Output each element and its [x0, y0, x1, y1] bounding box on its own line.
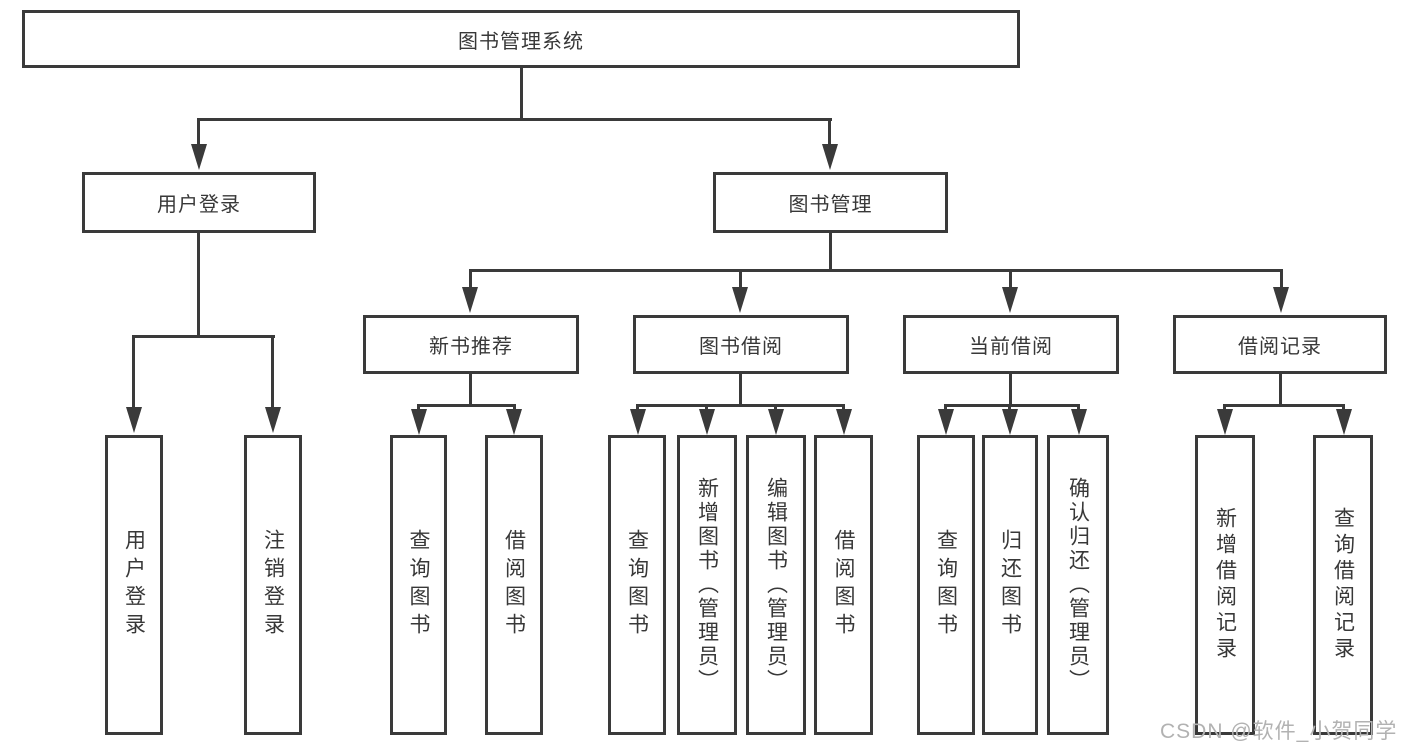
connector-bb-vertical [739, 373, 742, 406]
node-current-borrow-label: 当前借阅 [969, 336, 1053, 358]
arrowhead-down-icon [265, 407, 281, 433]
arrowhead-down-icon [411, 409, 427, 435]
arrowhead-down-icon [462, 287, 478, 313]
node-leaf-cb-return-books-label: 归还图书 [998, 529, 1022, 641]
node-book-borrow: 图书借阅 [633, 315, 849, 374]
connector-stub-level3 [469, 269, 472, 293]
node-borrow-records-label: 借阅记录 [1238, 336, 1322, 358]
node-book-borrow-label: 图书借阅 [699, 336, 783, 358]
csdn-watermark: CSDN @软件_小贺同学 [1160, 720, 1398, 743]
connector-root-horizontal [198, 118, 832, 121]
connector-nbr-vertical [469, 373, 472, 406]
connector-stub-leaf [1223, 404, 1226, 413]
node-leaf-bb-borrow-books-label: 借阅图书 [832, 529, 855, 641]
arrowhead-down-icon [768, 409, 784, 435]
node-leaf-bb-edit-books-label: 编辑图书（管理员） [764, 477, 788, 693]
connector-stub-leaf [944, 404, 947, 413]
node-leaf-bb-edit-books: 编辑图书（管理员） [746, 435, 806, 735]
connector-stub-leaf [417, 404, 420, 413]
node-book-mgmt-branch: 图书管理 [713, 172, 948, 233]
node-root-label: 图书管理系统 [458, 30, 584, 53]
node-book-mgmt-branch-label: 图书管理 [788, 194, 873, 216]
node-leaf-nbr-query-books: 查询图书 [390, 435, 447, 735]
node-current-borrow: 当前借阅 [903, 315, 1119, 374]
connector-stub-leaf [1077, 404, 1080, 413]
arrowhead-down-icon [938, 409, 954, 435]
connector-br-vertical [1279, 373, 1282, 406]
connector-stub-level3 [1009, 269, 1012, 293]
connector-stub-leaf [513, 404, 516, 413]
arrowhead-down-icon [1002, 409, 1018, 435]
node-leaf-br-query-record-label: 查询借阅记录 [1331, 507, 1355, 663]
connector-bb-horizontal [637, 404, 845, 407]
connector-stub-leaf [636, 404, 639, 413]
connector-userlogin-horizontal [133, 335, 275, 338]
arrowhead-down-icon [836, 409, 852, 435]
node-new-book-rec-label: 新书推荐 [429, 336, 513, 358]
node-leaf-br-query-record: 查询借阅记录 [1313, 435, 1373, 735]
connector-br-horizontal [1224, 404, 1345, 407]
node-borrow-records: 借阅记录 [1173, 315, 1387, 374]
connector-cb-horizontal [945, 404, 1080, 407]
arrowhead-down-icon [630, 409, 646, 435]
arrowhead-down-icon [732, 287, 748, 313]
connector-userlogin-vertical [197, 232, 200, 337]
node-leaf-br-add-record: 新增借阅记录 [1195, 435, 1255, 735]
connector-stub-leaf [271, 335, 274, 413]
connector-stub-leaf [842, 404, 845, 413]
connector-stub-leaf [132, 335, 135, 413]
node-leaf-user-login-label: 用户登录 [122, 529, 146, 641]
node-leaf-br-add-record-label: 新增借阅记录 [1213, 507, 1237, 663]
arrowhead-down-icon [126, 407, 142, 433]
node-leaf-logout-label: 注销登录 [261, 529, 285, 641]
node-root: 图书管理系统 [22, 10, 1020, 68]
connector-stub-leaf [1008, 404, 1011, 413]
connector-stub-book-mgmt [828, 118, 831, 152]
node-leaf-logout: 注销登录 [244, 435, 302, 735]
node-user-login-branch: 用户登录 [82, 172, 316, 233]
connector-stub-leaf [705, 404, 708, 413]
connector-root-vertical [520, 67, 523, 120]
node-leaf-cb-query-books-label: 查询图书 [934, 529, 958, 641]
node-new-book-rec: 新书推荐 [363, 315, 579, 374]
connector-bookmgmt-horizontal [469, 269, 1283, 272]
node-leaf-bb-borrow-books: 借阅图书 [814, 435, 873, 735]
node-leaf-bb-add-books-label: 新增图书（管理员） [695, 477, 719, 693]
node-leaf-nbr-query-books-label: 查询图书 [407, 529, 430, 641]
arrowhead-down-icon [822, 144, 838, 170]
connector-nbr-horizontal [418, 404, 516, 407]
node-leaf-bb-query-books: 查询图书 [608, 435, 666, 735]
connector-stub-leaf [774, 404, 777, 413]
node-leaf-cb-confirm-return: 确认归还（管理员） [1047, 435, 1109, 735]
connector-bookmgmt-vertical [829, 232, 832, 272]
connector-cb-vertical [1009, 373, 1012, 406]
connector-stub-level3 [739, 269, 742, 293]
connector-stub-user-login [197, 118, 200, 152]
arrowhead-down-icon [1336, 409, 1352, 435]
arrowhead-down-icon [191, 144, 207, 170]
arrowhead-down-icon [699, 409, 715, 435]
arrowhead-down-icon [1071, 409, 1087, 435]
node-leaf-bb-add-books: 新增图书（管理员） [677, 435, 737, 735]
node-leaf-nbr-borrow-books-label: 借阅图书 [502, 529, 526, 641]
connector-stub-level3 [1280, 269, 1283, 293]
node-leaf-bb-query-books-label: 查询图书 [625, 529, 649, 641]
arrowhead-down-icon [1217, 409, 1233, 435]
connector-stub-leaf [1342, 404, 1345, 413]
node-leaf-nbr-borrow-books: 借阅图书 [485, 435, 543, 735]
node-leaf-user-login: 用户登录 [105, 435, 163, 735]
arrowhead-down-icon [1002, 287, 1018, 313]
node-leaf-cb-confirm-return-label: 确认归还（管理员） [1066, 477, 1090, 693]
arrowhead-down-icon [1273, 287, 1289, 313]
node-leaf-cb-query-books: 查询图书 [917, 435, 975, 735]
arrowhead-down-icon [506, 409, 522, 435]
node-user-login-branch-label: 用户登录 [157, 194, 241, 216]
node-leaf-cb-return-books: 归还图书 [982, 435, 1038, 735]
